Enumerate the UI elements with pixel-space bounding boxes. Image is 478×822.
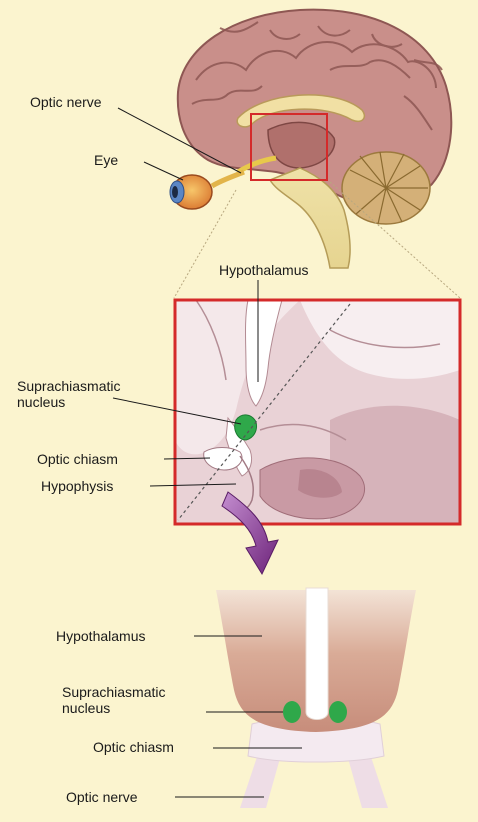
brain-illustration [178, 10, 451, 268]
label-optic-chiasm-middle: Optic chiasm [37, 451, 118, 467]
label-hypothalamus-middle: Hypothalamus [219, 262, 309, 278]
scn-right-dot [329, 701, 347, 723]
label-hypothalamus-bottom: Hypothalamus [56, 628, 146, 644]
scn-left-dot [283, 701, 301, 723]
cerebellum [342, 152, 430, 224]
label-scn-bottom-line1: Suprachiasmatic [62, 684, 192, 700]
label-scn-middle-line1: Suprachiasmatic [17, 378, 147, 394]
label-scn-bottom: Suprachiasmatic nucleus [62, 684, 192, 716]
label-scn-middle: Suprachiasmatic nucleus [17, 378, 147, 410]
label-hypophysis: Hypophysis [41, 478, 113, 494]
third-ventricle-slot [306, 588, 328, 720]
label-eye: Eye [94, 152, 118, 168]
label-optic-nerve-top: Optic nerve [30, 94, 102, 110]
eye-illustration [170, 172, 244, 209]
label-scn-bottom-line2: nucleus [62, 700, 192, 716]
enlarged-section [175, 300, 460, 524]
label-scn-middle-line2: nucleus [17, 394, 147, 410]
label-optic-chiasm-bottom: Optic chiasm [93, 739, 174, 755]
schematic-illustration [216, 588, 416, 808]
label-optic-nerve-bottom: Optic nerve [66, 789, 138, 805]
scn-section [235, 415, 257, 440]
